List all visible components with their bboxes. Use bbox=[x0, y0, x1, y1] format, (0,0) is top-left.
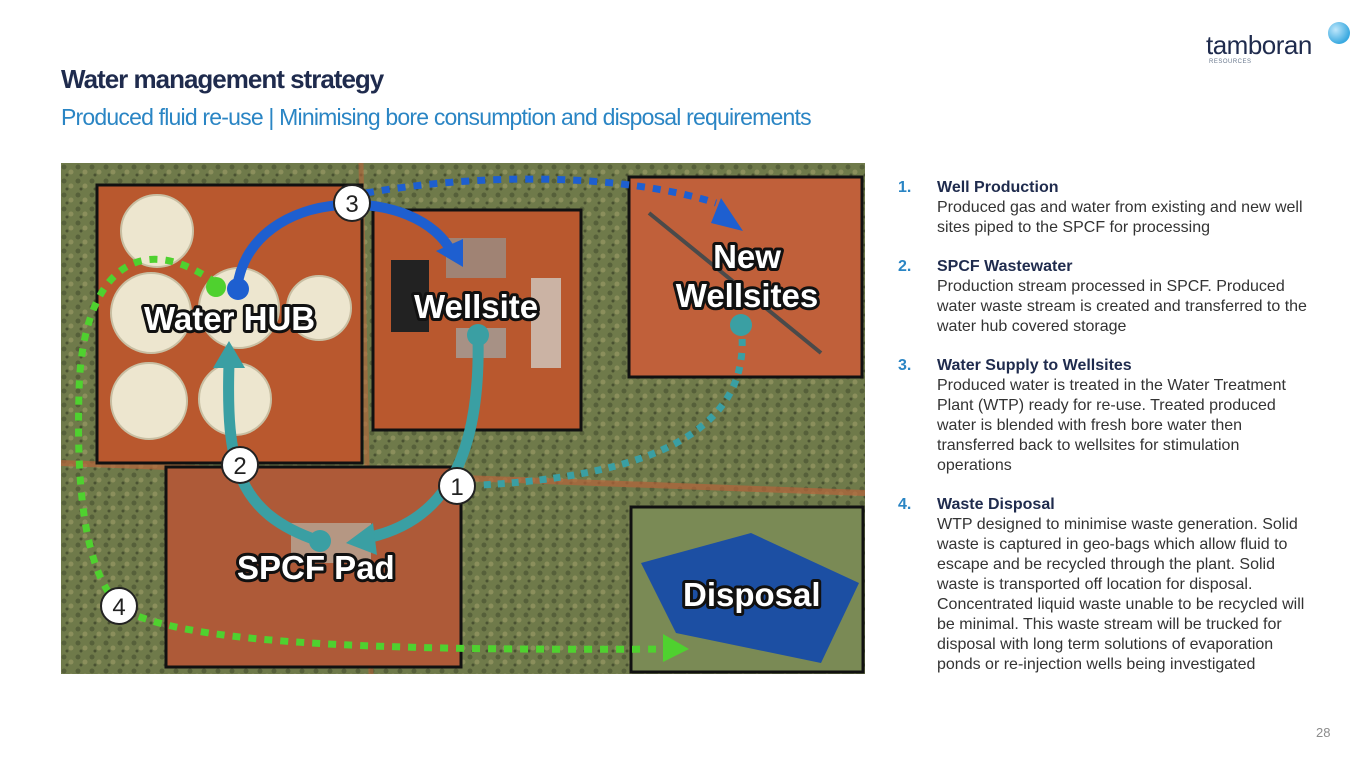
label-new-wellsites-line1: New bbox=[713, 238, 781, 275]
flow-1-arrowhead bbox=[346, 523, 377, 555]
label-disposal: Disposal bbox=[683, 576, 821, 613]
step-number: 1. bbox=[898, 179, 912, 196]
page-title: Water management strategy bbox=[61, 64, 384, 94]
storage-tank bbox=[110, 272, 192, 354]
step-description: Produced gas and water from existing and… bbox=[937, 199, 1303, 236]
marker-2: 2 bbox=[221, 446, 259, 484]
step-item-1: 1. Well Production Produced gas and wate… bbox=[898, 178, 1318, 238]
step-description: Production stream processed in SPCF. Pro… bbox=[937, 278, 1307, 335]
label-wellsite: Wellsite bbox=[414, 288, 538, 325]
strategy-steps-list: 1. Well Production Produced gas and wate… bbox=[898, 178, 1318, 694]
spcf-dot bbox=[309, 530, 331, 552]
flow-3-arrowhead bbox=[436, 239, 463, 267]
site-aerial-map: 1 2 3 4 Water HUB Wellsite New Wellsites… bbox=[61, 163, 865, 674]
label-water-hub: Water HUB bbox=[144, 300, 315, 337]
step-number: 2. bbox=[898, 258, 912, 275]
step-heading: Water Supply to Wellsites bbox=[937, 357, 1132, 374]
water-hub-dot bbox=[227, 278, 249, 300]
page-number: 28 bbox=[1316, 725, 1331, 740]
step-description: Produced water is treated in the Water T… bbox=[937, 377, 1286, 474]
spcf-pad bbox=[164, 465, 463, 669]
company-logo: tamboran RESOURCES bbox=[1206, 22, 1356, 70]
marker-4: 4 bbox=[100, 587, 138, 625]
svg-text:2: 2 bbox=[233, 453, 246, 480]
svg-text:4: 4 bbox=[112, 594, 125, 621]
new-wellsites-dot bbox=[730, 314, 752, 336]
logo-sphere-icon bbox=[1328, 22, 1350, 44]
logo-subtext: RESOURCES bbox=[1209, 59, 1252, 65]
flow-3-extension-arrowhead bbox=[711, 198, 743, 231]
label-new-wellsites-line2: Wellsites bbox=[676, 277, 818, 314]
new-wellsites-supply-path bbox=[480, 324, 746, 489]
flow-4-waste-path bbox=[75, 255, 677, 653]
step-item-4: 4. Waste Disposal WTP designed to minimi… bbox=[898, 495, 1318, 675]
storage-tank bbox=[110, 362, 188, 440]
wellsite-pit bbox=[391, 260, 429, 332]
flow-4-origin-dot bbox=[206, 277, 226, 297]
storage-tank bbox=[286, 275, 352, 341]
step-number: 3. bbox=[898, 357, 912, 374]
flow-2-arrowhead bbox=[213, 341, 245, 368]
marker-3: 3 bbox=[333, 184, 371, 222]
logo-wordmark: tamboran bbox=[1206, 30, 1312, 60]
wellsite-dot bbox=[467, 324, 489, 346]
step-heading: Waste Disposal bbox=[937, 496, 1055, 513]
step-description: WTP designed to minimise waste generatio… bbox=[937, 516, 1305, 673]
step-heading: SPCF Wastewater bbox=[937, 258, 1073, 275]
svg-text:3: 3 bbox=[345, 191, 358, 218]
flow-4-arrowhead bbox=[663, 634, 689, 662]
svg-text:1: 1 bbox=[450, 474, 463, 501]
step-heading: Well Production bbox=[937, 179, 1059, 196]
label-spcf-pad: SPCF Pad bbox=[237, 549, 395, 586]
disposal-pond bbox=[629, 505, 865, 674]
flow-3-extension-path bbox=[365, 175, 718, 207]
page-subtitle: Produced fluid re-use | Minimising bore … bbox=[61, 104, 812, 130]
marker-1: 1 bbox=[438, 467, 476, 505]
step-item-3: 3. Water Supply to Wellsites Produced wa… bbox=[898, 356, 1318, 476]
step-item-2: 2. SPCF Wastewater Production stream pro… bbox=[898, 257, 1318, 337]
storage-tank bbox=[120, 194, 194, 268]
step-number: 4. bbox=[898, 496, 912, 513]
